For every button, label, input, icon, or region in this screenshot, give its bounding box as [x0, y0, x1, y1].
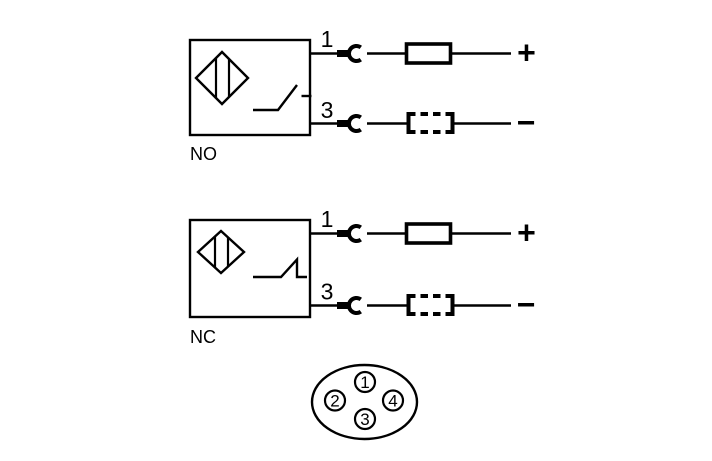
circuit-nc: 1 + 3 − NC: [188, 206, 536, 347]
circuit-no: 1 + 3 − NO: [188, 26, 536, 164]
no-contact-icon: [253, 84, 312, 112]
pin-number: 2: [330, 392, 339, 411]
wire-pin3: 3 −: [310, 97, 535, 141]
proximity-sensor-icon: [196, 229, 246, 275]
connector-pin-1: 1: [353, 370, 377, 394]
connector-pin-3: 3: [353, 407, 377, 431]
pin-number-label: 1: [321, 26, 334, 52]
connector-face: [310, 363, 419, 441]
pin-circle: [353, 407, 377, 431]
connector-pin-4: 4: [381, 389, 405, 412]
pin-number: 1: [360, 373, 369, 392]
socket-contact-icon: [347, 296, 362, 315]
sensor-body: [188, 38, 312, 137]
pin-number-label: 3: [321, 279, 334, 305]
wire-pin3: 3 −: [310, 279, 535, 323]
polarity-label: −: [517, 105, 536, 141]
optional-load-box: [406, 294, 455, 316]
connector-pin-2: 2: [323, 389, 347, 412]
pin-number-label: 1: [321, 206, 334, 232]
optional-load-box: [406, 112, 455, 134]
pin-circle: [381, 389, 405, 412]
pin-number: 3: [360, 410, 369, 429]
load-box: [404, 222, 453, 245]
load-box: [404, 42, 453, 65]
pin-circle: [323, 389, 347, 412]
sensor-body: [188, 218, 312, 319]
pin-circle: [353, 370, 377, 394]
pin-number-label: 3: [321, 97, 334, 123]
pin-number: 4: [388, 392, 397, 411]
connector-pinout: 1 2 3 4: [310, 363, 419, 441]
nc-contact-icon: [253, 256, 307, 279]
socket-contact-icon: [347, 44, 362, 63]
socket-contact-icon: [347, 114, 362, 133]
polarity-label: −: [517, 287, 536, 323]
socket-contact-icon: [347, 224, 362, 243]
polarity-label: +: [517, 35, 536, 71]
circuit-label: NO: [190, 144, 217, 164]
wire-pin1: 1 +: [310, 206, 536, 251]
wire-pin1: 1 +: [310, 26, 536, 71]
circuit-label: NC: [190, 327, 216, 347]
polarity-label: +: [517, 215, 536, 251]
proximity-sensor-icon: [194, 50, 250, 106]
